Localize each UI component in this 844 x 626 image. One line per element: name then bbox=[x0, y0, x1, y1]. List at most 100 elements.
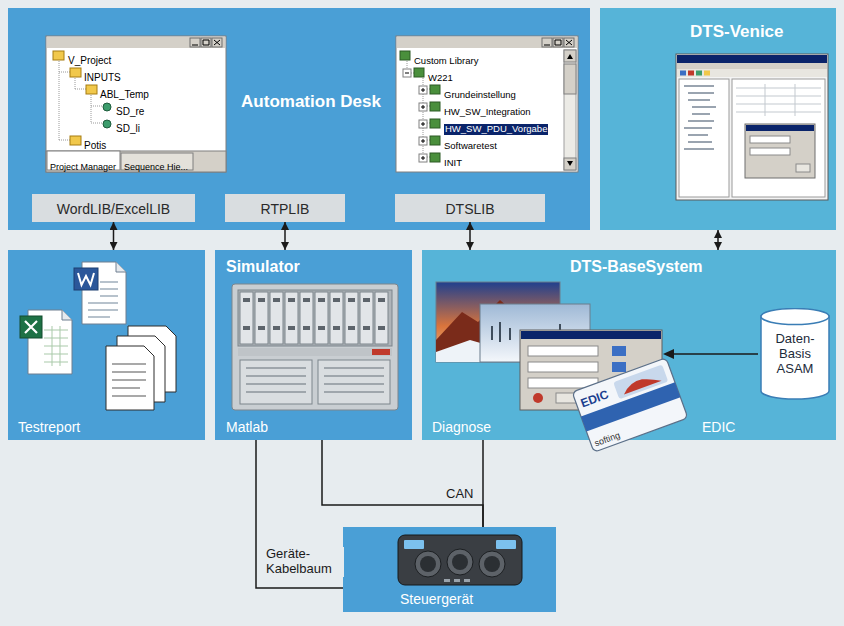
library-box: DTSLIB bbox=[395, 194, 545, 222]
simulator-rack bbox=[315, 292, 328, 344]
paper-stack-icon bbox=[112, 364, 146, 396]
tree-item: INIT bbox=[444, 158, 462, 169]
word-document-icon bbox=[78, 273, 94, 285]
simulator-panel: SimulatorMatlab bbox=[215, 250, 412, 440]
venice-screenshot bbox=[688, 71, 694, 76]
tree-item: Softwaretest bbox=[444, 141, 497, 152]
tree-item: HW_SW_PDU_Vorgabe bbox=[444, 124, 548, 135]
tool-panel: Automation DeskWordLIB/ExcelLIBRTPLIBDTS… bbox=[8, 8, 590, 230]
climate-control-unit bbox=[496, 540, 516, 549]
project-manager-window bbox=[70, 68, 81, 77]
connector-line bbox=[482, 440, 484, 527]
venice-screenshot bbox=[745, 124, 815, 178]
venice-screenshot bbox=[736, 84, 821, 116]
landscape-screenshot bbox=[436, 338, 560, 362]
cylinder-top bbox=[761, 309, 829, 325]
winter-screenshot bbox=[480, 304, 590, 362]
simulator-rack bbox=[330, 292, 343, 344]
venice-screenshot bbox=[677, 55, 827, 63]
panel-caption: Matlab bbox=[226, 419, 268, 435]
edic-card bbox=[621, 373, 661, 395]
connector-line bbox=[717, 230, 719, 250]
diagnosis-window bbox=[528, 346, 598, 356]
diagnosis-window bbox=[533, 393, 543, 403]
tree-item: SD_re bbox=[116, 106, 144, 118]
excel-document-icon bbox=[62, 310, 72, 320]
custom-library-window bbox=[542, 38, 552, 47]
custom-library-window bbox=[419, 137, 427, 145]
panel-caption: EDIC bbox=[702, 419, 735, 435]
tab-label: Sequence Hie... bbox=[124, 162, 188, 172]
tool-panel: DTS-Venice bbox=[600, 8, 836, 230]
simulator-rack bbox=[238, 290, 392, 346]
custom-library-window bbox=[419, 120, 427, 128]
library-name: WordLIB/ExcelLIB bbox=[57, 201, 170, 217]
edic-card bbox=[613, 365, 668, 400]
panel-title: DTS-BaseSystem bbox=[570, 258, 703, 276]
paper-stack-icon bbox=[128, 326, 176, 392]
panel-caption: Diagnose bbox=[432, 419, 491, 435]
winter-screenshot bbox=[480, 304, 590, 362]
diagnosis-window bbox=[528, 362, 598, 372]
card-brand: softing bbox=[593, 430, 621, 449]
custom-library-window bbox=[407, 61, 430, 157]
excel-document-icon bbox=[44, 326, 68, 366]
cylinder-body bbox=[761, 316, 829, 399]
simulator-rack bbox=[238, 348, 392, 356]
panel-caption: Testreport bbox=[18, 419, 80, 435]
custom-library-window bbox=[419, 86, 427, 94]
tree-item: ABL_Temp bbox=[100, 89, 149, 101]
simulator-rack bbox=[232, 284, 398, 410]
edic-card bbox=[572, 358, 688, 452]
simulator-rack bbox=[270, 292, 283, 344]
word-document-icon bbox=[74, 268, 98, 290]
custom-library-window bbox=[567, 54, 573, 166]
venice-screenshot bbox=[684, 86, 716, 149]
venice-screenshot bbox=[750, 136, 790, 143]
custom-library-window bbox=[564, 158, 576, 170]
custom-library-window bbox=[396, 36, 578, 172]
library-name: DTSLIB bbox=[445, 201, 494, 217]
simulator-rack bbox=[246, 368, 384, 392]
word-document-icon bbox=[82, 262, 126, 324]
simulator-rack bbox=[285, 292, 298, 344]
custom-library-window bbox=[430, 85, 440, 94]
simulator-rack bbox=[318, 360, 390, 404]
database-cylinder: Daten-Basis ASAM bbox=[760, 308, 830, 400]
project-manager-window bbox=[53, 51, 64, 60]
venice-screenshot bbox=[676, 54, 828, 200]
custom-library-window bbox=[430, 119, 440, 128]
project-manager-window bbox=[46, 151, 226, 172]
bus-label: CAN bbox=[446, 487, 473, 502]
climate-control-unit bbox=[452, 554, 468, 570]
venice-screenshot bbox=[750, 148, 790, 155]
diagnosis-window bbox=[520, 330, 662, 410]
custom-library-window bbox=[564, 50, 576, 170]
diagnosis-window bbox=[612, 346, 626, 356]
database-label: Daten-Basis ASAM bbox=[766, 332, 824, 377]
venice-screenshot bbox=[746, 125, 814, 131]
diagnosis-window bbox=[612, 378, 626, 388]
simulator-rack bbox=[240, 292, 253, 344]
edic-card bbox=[581, 382, 680, 431]
word-document-icon bbox=[88, 282, 118, 317]
tree-item: V_Project bbox=[68, 55, 111, 67]
climate-control-unit bbox=[398, 535, 522, 585]
custom-library-window bbox=[396, 36, 578, 172]
custom-library-window bbox=[419, 154, 427, 162]
custom-library-window bbox=[564, 38, 574, 47]
venice-screenshot bbox=[696, 71, 702, 76]
tree-item: Grundeinstellung bbox=[444, 90, 516, 101]
simulator-rack bbox=[255, 292, 268, 344]
library-box: RTPLIB bbox=[225, 194, 345, 222]
simulator-rack bbox=[240, 360, 312, 404]
project-manager-window bbox=[212, 38, 222, 47]
project-manager-window bbox=[192, 40, 220, 45]
simulator-rack bbox=[232, 284, 398, 410]
simulator-rack bbox=[300, 292, 313, 344]
paper-stack-icon bbox=[117, 336, 165, 402]
venice-screenshot bbox=[732, 79, 825, 197]
climate-control-unit bbox=[415, 551, 441, 577]
custom-library-window bbox=[414, 68, 424, 77]
